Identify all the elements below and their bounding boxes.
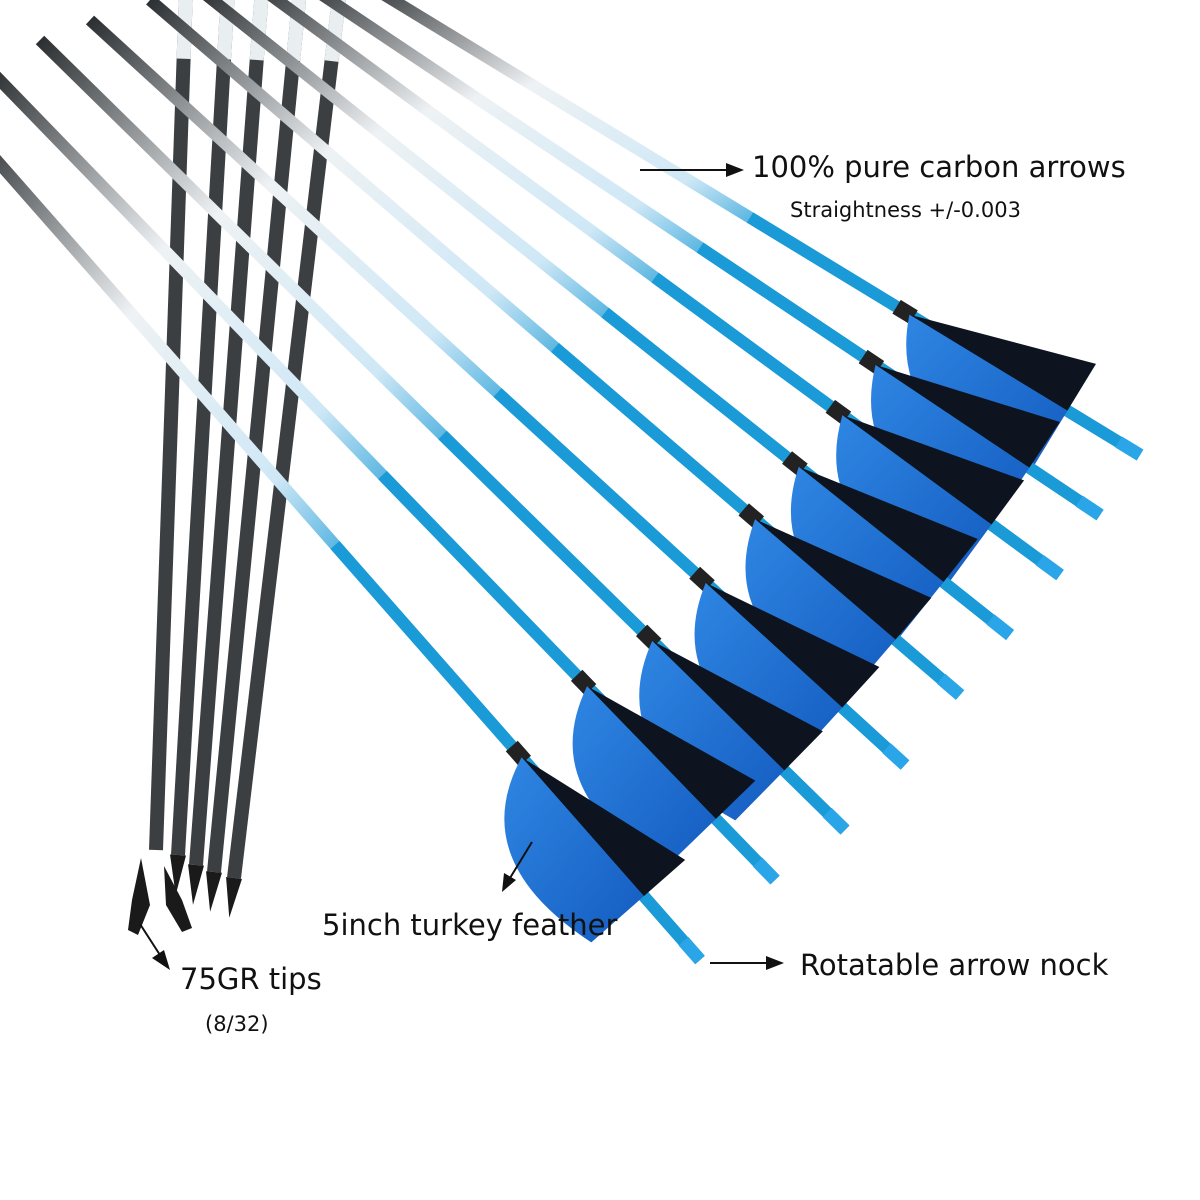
arrow-nock-label: Rotatable arrow nock xyxy=(800,948,1109,982)
carbon-arrows-label: 100% pure carbon arrows xyxy=(752,150,1126,184)
fletched-arrow xyxy=(381,0,1144,471)
tip-icon xyxy=(188,864,204,905)
fletched-arrow xyxy=(319,0,1104,526)
straightness-label: Straightness +/-0.003 xyxy=(790,198,1021,222)
tip-icon xyxy=(128,858,150,935)
tip-icon xyxy=(164,866,192,932)
tip-icon xyxy=(170,854,186,895)
fletched-arrow xyxy=(0,155,705,965)
fletched-arrow xyxy=(267,0,1064,582)
tips-label: 75GR tips xyxy=(180,962,322,996)
tips-size-label: (8/32) xyxy=(205,1012,269,1036)
carbon-shaft xyxy=(206,0,307,912)
callout-pointers xyxy=(139,163,784,970)
tip-icon xyxy=(206,871,222,912)
fletched-arrows xyxy=(0,0,1144,965)
tip-icon xyxy=(226,877,242,918)
fletched-arrow xyxy=(85,15,910,770)
turkey-feather-label: 5inch turkey feather xyxy=(322,908,618,942)
loose-tips xyxy=(128,858,192,935)
fletched-arrow xyxy=(146,0,965,700)
fletched-arrow xyxy=(0,71,780,885)
